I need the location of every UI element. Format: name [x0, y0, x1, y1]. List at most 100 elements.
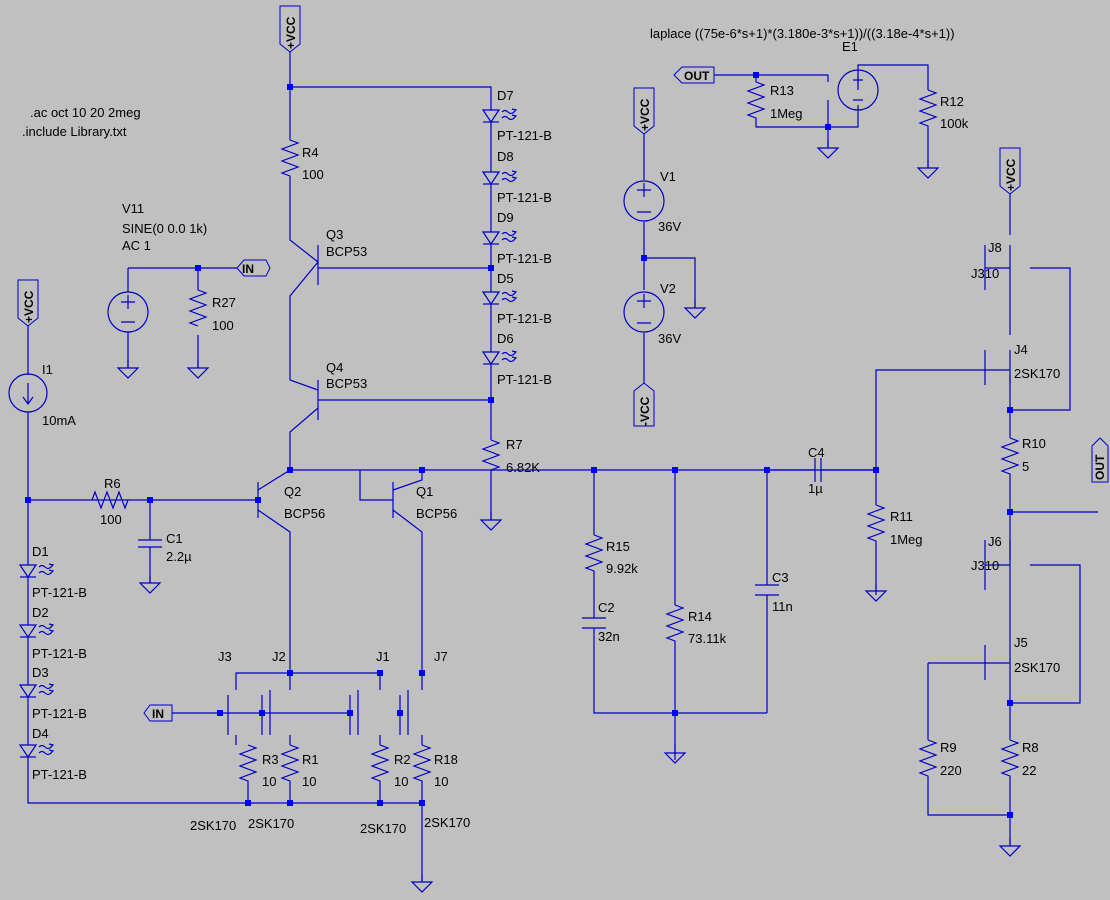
svg-text:IN: IN [152, 707, 164, 721]
Q1-value: BCP56 [416, 506, 457, 521]
Q2-name: Q2 [284, 484, 301, 499]
D9-value: PT-121-B [497, 251, 552, 266]
R18-name: R18 [434, 752, 458, 767]
J2-name: J2 [272, 649, 286, 664]
ac-directive: .ac oct 10 20 2meg [30, 105, 141, 120]
C1-value: 2.2µ [166, 549, 192, 564]
C3-value: 11n [772, 599, 793, 614]
source-symbols [8, 69, 879, 413]
vcc-flag-left: +VCC [17, 279, 39, 327]
R11-value: 1Meg [890, 532, 923, 547]
E1-name: E1 [842, 39, 858, 54]
Q4-name: Q4 [326, 360, 343, 375]
D8-name: D8 [497, 149, 514, 164]
J7-value: 2SK170 [424, 815, 470, 830]
R6-value: 100 [100, 512, 122, 527]
D3-value: PT-121-B [32, 706, 87, 721]
I1-name: I1 [42, 362, 53, 377]
svg-text:-VCC: -VCC [638, 396, 652, 426]
J4-name: J4 [1014, 342, 1028, 357]
D1-value: PT-121-B [32, 585, 87, 600]
I1-value: 10mA [42, 413, 76, 428]
D4-name: D4 [32, 726, 49, 741]
V2-name: V2 [660, 281, 676, 296]
R9-value: 220 [940, 763, 962, 778]
D2-name: D2 [32, 605, 49, 620]
D6-value: PT-121-B [497, 372, 552, 387]
D6-name: D6 [497, 331, 514, 346]
R13-name: R13 [770, 83, 794, 98]
D8-value: PT-121-B [497, 190, 552, 205]
R10-name: R10 [1022, 436, 1046, 451]
out-flag-stage: OUT [1091, 437, 1109, 483]
R27-name: R27 [212, 295, 236, 310]
V1-name: V1 [660, 169, 676, 184]
svg-text:OUT: OUT [1093, 454, 1107, 480]
svg-text:+VCC: +VCC [638, 98, 652, 131]
directives: .ac oct 10 20 2meg .include Library.txt … [22, 26, 955, 139]
R2-name: R2 [394, 752, 411, 767]
J8-value: J310 [971, 266, 999, 281]
out-flag-e1: OUT [673, 66, 715, 84]
V2-value: 36V [658, 331, 681, 346]
ground-symbols [117, 139, 1021, 893]
laplace-directive: laplace ((75e-6*s+1)*(3.180e-3*s+1))/((3… [650, 26, 955, 41]
D5-name: D5 [497, 271, 514, 286]
R10-value: 5 [1022, 459, 1029, 474]
J1-value: 2SK170 [360, 821, 406, 836]
R1-name: R1 [302, 752, 319, 767]
svg-text:+VCC: +VCC [284, 16, 298, 49]
V11-extra: AC 1 [122, 238, 151, 253]
component-labels: V11 SINE(0 0.0 1k) AC 1 R27 100 I1 10mA … [32, 39, 1060, 836]
R14-name: R14 [688, 609, 712, 624]
C4-name: C4 [808, 445, 825, 460]
R27-value: 100 [212, 318, 234, 333]
J8-name: J8 [988, 240, 1002, 255]
R12-value: 100k [940, 116, 969, 131]
jfet-symbols [984, 245, 1011, 680]
D7-name: D7 [497, 88, 514, 103]
D1-name: D1 [32, 544, 49, 559]
vcc-flag-top: +VCC [279, 5, 301, 53]
in-flag-top: IN [236, 259, 271, 277]
C2-name: C2 [598, 600, 615, 615]
R14-value: 73.11k [688, 631, 727, 646]
J7-name: J7 [434, 649, 448, 664]
D5-value: PT-121-B [497, 311, 552, 326]
R18-value: 10 [434, 774, 448, 789]
V11-value: SINE(0 0.0 1k) [122, 221, 207, 236]
Q3-value: BCP53 [326, 244, 367, 259]
D2-value: PT-121-B [32, 646, 87, 661]
C1-name: C1 [166, 531, 183, 546]
R8-name: R8 [1022, 740, 1039, 755]
J3-value: 2SK170 [190, 818, 236, 833]
D7-value: PT-121-B [497, 128, 552, 143]
in-flag-bottom: IN [143, 704, 173, 722]
J1-name: J1 [376, 649, 390, 664]
Q3-name: Q3 [326, 227, 343, 242]
vcc-flag-right: +VCC [999, 147, 1021, 195]
C4-value: 1µ [808, 481, 823, 496]
R1-value: 10 [302, 774, 316, 789]
R15-name: R15 [606, 539, 630, 554]
nvcc-flag: -VCC [633, 382, 655, 427]
svg-text:+VCC: +VCC [1004, 158, 1018, 191]
capacitor-symbols [138, 458, 822, 629]
junction-dots [25, 72, 1013, 818]
include-directive: .include Library.txt [22, 124, 127, 139]
D4-value: PT-121-B [32, 767, 87, 782]
J5-name: J5 [1014, 635, 1028, 650]
Q1-name: Q1 [416, 484, 433, 499]
R11-name: R11 [890, 509, 913, 524]
svg-text:IN: IN [242, 262, 254, 276]
J6-name: J6 [988, 534, 1002, 549]
R4-value: 100 [302, 167, 324, 182]
J5-value: 2SK170 [1014, 660, 1060, 675]
R13-value: 1Meg [770, 106, 803, 121]
resistor-symbols [91, 81, 1020, 785]
R2-value: 10 [394, 774, 408, 789]
J3-name: J3 [218, 649, 232, 664]
R3-name: R3 [262, 752, 279, 767]
wires [27, 52, 1098, 882]
